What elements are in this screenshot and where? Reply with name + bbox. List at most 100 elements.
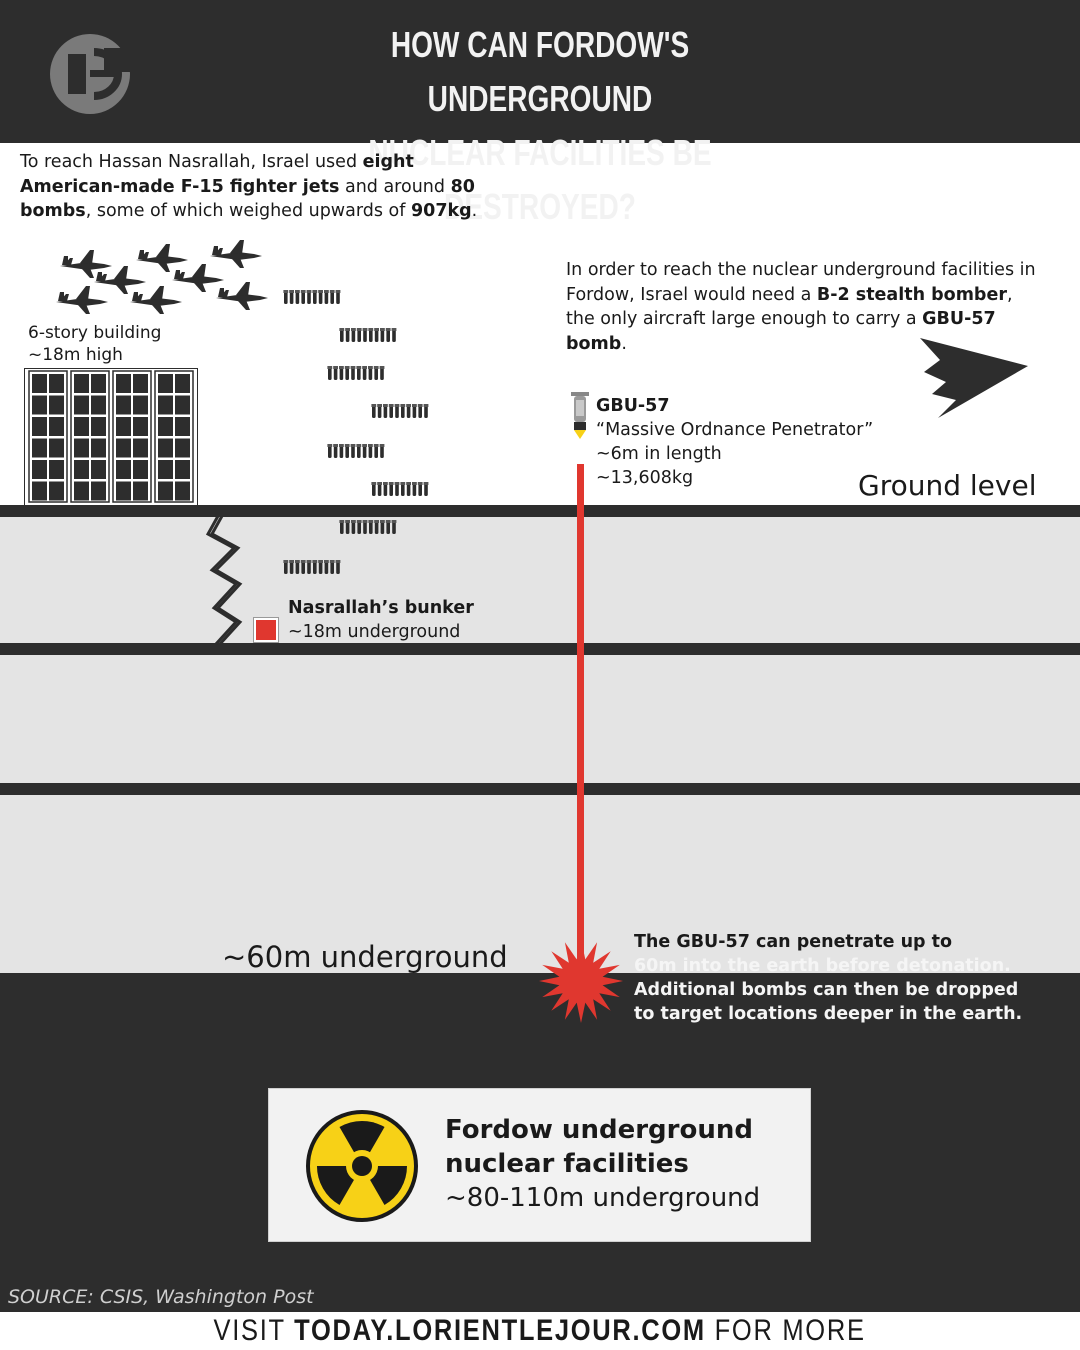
b2-bold-bomber: B-2 stealth bomber xyxy=(816,284,1007,305)
title-line-2: NUCLEAR FACILITIES BE DESTROYED? xyxy=(368,132,712,227)
bomb-icon xyxy=(362,444,367,458)
bomb-icon xyxy=(380,520,385,534)
intro-bold-bombs: 80 bombs xyxy=(20,176,475,222)
bomb-icon xyxy=(379,444,385,458)
footer-pre: VISIT xyxy=(213,1314,295,1347)
sixty-meter-depth-label: ~60m underground xyxy=(222,940,508,974)
building-window xyxy=(74,395,89,415)
building-window xyxy=(74,374,89,393)
penetration-line-4: to target locations deeper in the earth. xyxy=(634,1004,1023,1024)
intro-bold-weight: 907kg xyxy=(410,201,472,221)
building-window xyxy=(175,374,190,393)
title-line-1: HOW CAN FORDOW'S UNDERGROUND xyxy=(390,24,690,119)
bomb-icon xyxy=(295,290,300,304)
bomb-icon xyxy=(350,444,356,458)
building-window xyxy=(49,417,64,436)
bomb-icon xyxy=(289,290,294,304)
bomb-icon xyxy=(379,366,385,380)
building-window xyxy=(116,417,131,436)
bomb-icon xyxy=(380,328,385,342)
building-window xyxy=(133,460,148,479)
soil-layer-3 xyxy=(0,795,1080,973)
bomb-icon xyxy=(377,482,382,496)
building-window xyxy=(175,395,190,415)
bomb-icon xyxy=(423,482,429,496)
footer-inner: VISIT TODAY.LORIENTLEJOUR.COM FOR MORE xyxy=(214,1312,866,1350)
building-window xyxy=(91,395,106,415)
building-window xyxy=(175,417,190,436)
bunker-label: Nasrallah’s bunker ~18m underground xyxy=(288,596,474,644)
bomb-icon xyxy=(406,404,411,418)
bomb-icon xyxy=(362,520,368,534)
bomb-icon xyxy=(324,560,329,574)
building-window xyxy=(158,438,173,458)
bomb-icon xyxy=(283,290,289,304)
gbu57-trajectory-line xyxy=(577,464,584,964)
bomb-icon xyxy=(351,328,356,342)
b2-text-3: . xyxy=(621,333,627,354)
bomb-icon xyxy=(423,404,429,418)
bomb-icon xyxy=(339,366,344,380)
explosion-burst xyxy=(539,939,623,1023)
bomb-icon xyxy=(306,560,312,574)
ground-level-label: Ground level xyxy=(858,469,1037,502)
gbu57-label: GBU-57 “Massive Ordnance Penetrator” ~6m… xyxy=(596,394,873,490)
building-window xyxy=(158,460,173,479)
penetration-line-2: 60m into the earth before detonation. xyxy=(634,956,1011,976)
building-window xyxy=(32,481,47,501)
footer-post: FOR MORE xyxy=(706,1314,867,1347)
bomb-icon xyxy=(329,290,335,304)
bomb-icon xyxy=(356,366,362,380)
building-window xyxy=(49,438,64,458)
building-window xyxy=(49,395,64,415)
building-window xyxy=(116,481,131,501)
building-label-line-2: ~18m high xyxy=(28,345,123,365)
fordow-depth: ~80-110m underground xyxy=(445,1183,761,1213)
gbu57-bomb-icon xyxy=(571,392,589,439)
building-window xyxy=(133,417,148,436)
bomb-icon xyxy=(371,404,377,418)
building-window xyxy=(74,438,89,458)
bomb-icon xyxy=(412,482,417,496)
b2-stealth-bomber-icon xyxy=(920,338,1028,418)
building-window xyxy=(91,460,106,479)
bomb-icon xyxy=(373,366,379,380)
bomb-icon xyxy=(350,366,356,380)
building-label: 6-story building ~18m high xyxy=(28,322,161,366)
bomb-icon xyxy=(300,560,306,574)
bomb-icon xyxy=(351,520,356,534)
bomb-icon xyxy=(306,290,312,304)
footer-url-link[interactable]: TODAY.LORIENTLEJOUR.COM xyxy=(294,1314,707,1347)
bomb-icon xyxy=(344,366,350,380)
building-window xyxy=(116,438,131,458)
building-illustration xyxy=(24,368,198,506)
b2-bold-gbu: GBU-57 bomb xyxy=(566,309,996,354)
bomb-icon xyxy=(283,560,289,574)
bomb-icon xyxy=(327,366,333,380)
bomb-icon xyxy=(374,520,379,534)
intro-bold-jets: eight American-made F-15 fighter jets xyxy=(20,152,414,197)
bomb-icon xyxy=(368,328,374,342)
building-window xyxy=(74,417,89,436)
penetration-line-1: The GBU-57 can penetrate up to xyxy=(634,932,953,952)
b2-text-1: In order to reach the nuclear undergroun… xyxy=(566,260,1036,305)
building-window xyxy=(74,481,89,501)
bomb-icon xyxy=(318,560,323,574)
bomb-icon xyxy=(345,328,350,342)
gbu57-weight: ~13,608kg xyxy=(596,468,694,488)
building-window xyxy=(175,481,190,501)
bomb-icon xyxy=(333,444,338,458)
building-window xyxy=(116,374,131,393)
intro-text-3: , some of which weighed upwards of xyxy=(85,201,411,221)
nasrallah-bunker-marker xyxy=(253,617,279,643)
lorient-le-jour-logo-icon xyxy=(50,34,134,114)
building-window xyxy=(91,374,106,393)
bomb-icon xyxy=(368,520,374,534)
penetration-text: The GBU-57 can penetrate up to 60m into … xyxy=(634,930,1064,1026)
bomb-icon xyxy=(339,520,345,534)
soil-layer-2 xyxy=(0,655,1080,783)
building-window xyxy=(158,417,173,436)
bomb-icon xyxy=(312,560,318,574)
soil-divider-2 xyxy=(0,783,1080,795)
bomb-icon xyxy=(356,328,362,342)
